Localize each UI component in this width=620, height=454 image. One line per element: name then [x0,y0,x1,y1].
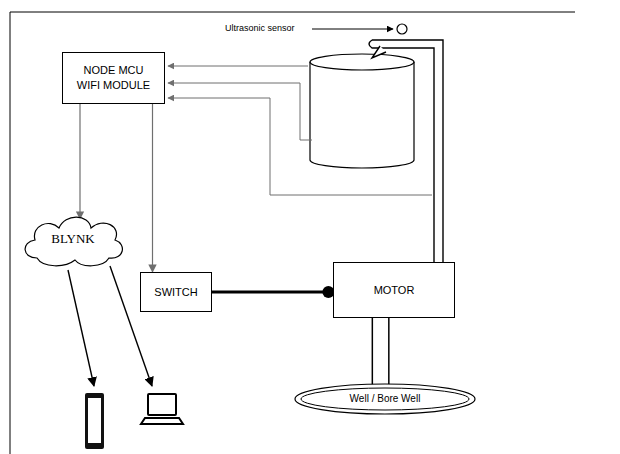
water-tank [310,54,414,168]
cloud-outline [25,217,122,266]
pipe-inner [373,317,388,388]
delivery-pipe [369,40,443,262]
power-arrow [212,292,332,293]
cloud-service: BLYNK [17,210,129,268]
node-text: NODE MCU WIFI MODULE [74,63,154,93]
motor-box: MOTOR [333,262,455,318]
app-link [68,270,94,386]
control-arrow [152,104,153,272]
phone-icon [85,393,104,449]
ultrasonic-sensor [397,24,407,34]
well-platform: Well / Bore Well [294,383,476,415]
laptop-icon [141,394,183,424]
frame-line [10,12,11,454]
leader-arrow [312,29,393,30]
controller-box: NODE MCU WIFI MODULE [62,52,165,104]
sensor-wire [168,66,432,195]
suction-pipe [372,318,390,387]
part-label: Ultrasonic sensor [225,23,295,33]
data-arrow [80,104,81,219]
node-text: BLYNK [51,230,94,248]
frame-line [10,12,575,13]
data-arrow [79,104,80,219]
control-arrow [152,104,153,272]
switch-box: SWITCH [140,272,212,312]
node-text: Well / Bore Well [350,392,421,406]
node-text: MOTOR [374,283,415,298]
power-arrow [212,291,332,294]
suction-pipe [380,317,381,388]
node-text: SWITCH [154,285,197,300]
